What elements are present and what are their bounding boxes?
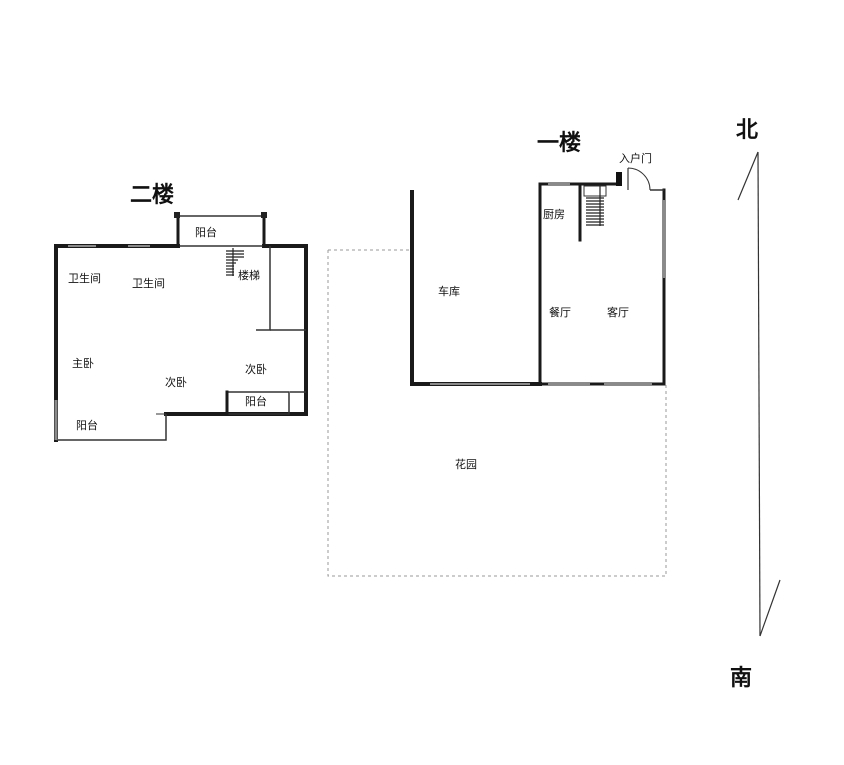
room-label-master-bedroom: 主卧 xyxy=(72,357,94,370)
east-wall xyxy=(262,244,308,416)
room-label-stairs: 楼梯 xyxy=(238,268,260,282)
room-label-bathroom-1: 卫生间 xyxy=(68,271,101,285)
compass-south-label: 南 xyxy=(730,666,752,691)
stairs-icon-first xyxy=(583,185,607,226)
room-label-dining: 餐厅 xyxy=(549,305,571,319)
second-floor: 二楼 阳台 卫生间 卫生间 楼梯 主卧 次卧 次卧 阳台 阳台 xyxy=(54,183,308,442)
compass-north-label: 北 xyxy=(736,118,758,143)
compass-indicator: 北 南 xyxy=(730,118,781,691)
south-arrow-icon xyxy=(759,579,781,637)
room-label-balcony-right: 阳台 xyxy=(245,394,267,408)
room-label-garage: 车库 xyxy=(438,284,460,298)
garden-boundary xyxy=(327,249,667,577)
garage-walls xyxy=(410,190,542,386)
floor-label-second: 二楼 xyxy=(130,183,174,208)
room-label-balcony-top: 阳台 xyxy=(195,225,217,239)
first-floor: 一楼 入户门 厨房 车库 餐厅 客厅 花园 xyxy=(327,131,667,577)
room-label-kitchen: 厨房 xyxy=(543,208,565,221)
north-arrow-icon xyxy=(737,151,759,201)
room-label-living: 客厅 xyxy=(607,305,629,319)
room-label-bathroom-2: 卫生间 xyxy=(132,276,165,290)
room-label-second-bedroom-2: 次卧 xyxy=(245,362,267,376)
floor-label-first: 一楼 xyxy=(537,131,581,156)
entrance-door-icon xyxy=(616,167,651,191)
room-label-entrance: 入户门 xyxy=(619,151,652,165)
compass-axis xyxy=(757,151,761,637)
stairs-icon xyxy=(226,248,244,276)
balcony-top-outline xyxy=(177,215,265,247)
stair-partition xyxy=(256,246,271,331)
room-label-garden: 花园 xyxy=(455,458,477,471)
room-label-second-bedroom-1: 次卧 xyxy=(165,375,187,389)
room-label-balcony-bottom: 阳台 xyxy=(76,418,98,432)
balcony-bottom-outline xyxy=(56,414,167,441)
